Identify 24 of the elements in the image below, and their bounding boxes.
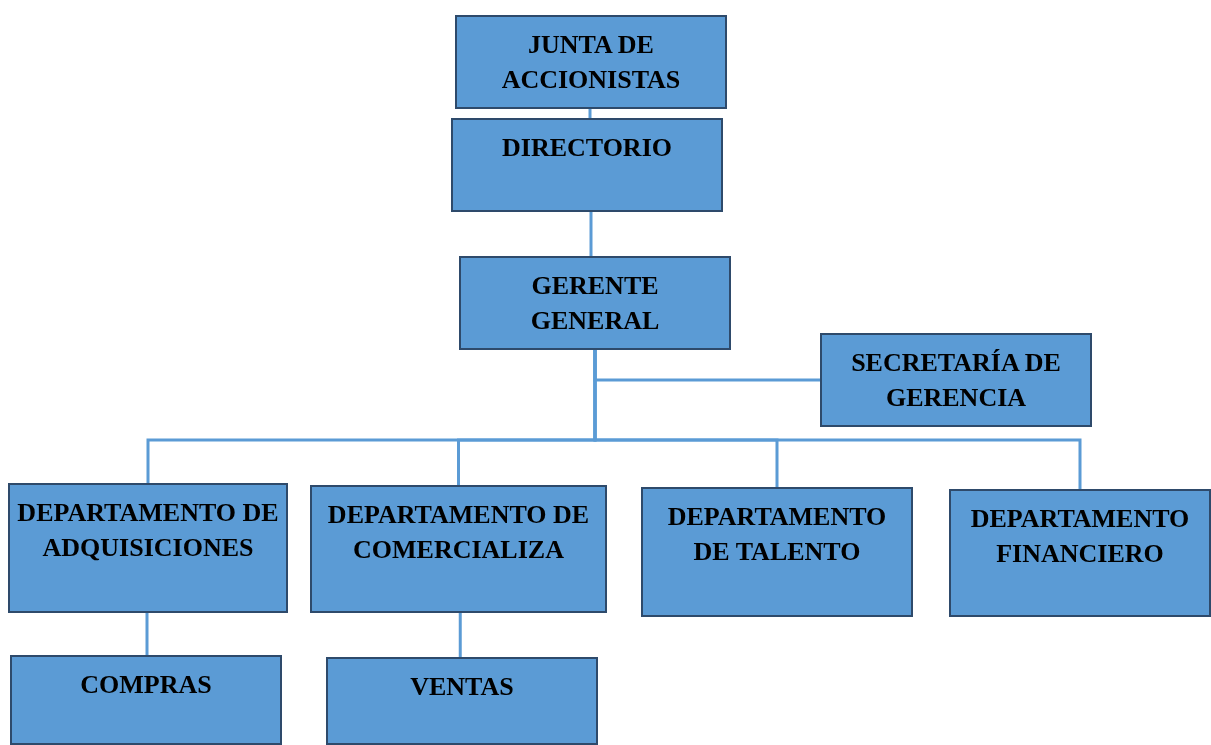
box-label: DEPARTAMENTO DE TALENTO [666,501,888,569]
box-label: DEPARTAMENTO DE ADQUISICIONES [16,497,280,565]
box-label: SECRETARÍA DE GERENCIA [850,347,1062,415]
org-box [10,655,282,745]
box-label: VENTAS [409,671,515,703]
org-box [641,487,913,617]
connector-line [588,109,592,118]
connector-line [458,613,462,657]
org-box [326,657,598,745]
org-box [8,483,288,613]
box-label: JUNTA DE ACCIONISTAS [500,29,682,97]
box-label: DEPARTAMENTO FINANCIERO [969,503,1191,571]
connector-line [145,613,149,655]
org-box [310,485,607,613]
connector-line [589,212,593,256]
org-box [455,15,727,109]
box-label: GERENTE GENERAL [529,270,661,338]
box-label: COMPRAS [79,669,213,701]
org-box [459,256,731,350]
org-box [820,333,1092,427]
org-box [451,118,723,212]
box-label: DEPARTAMENTO DE COMERCIALIZA [326,499,591,567]
org-box [949,489,1211,617]
box-label: DIRECTORIO [501,132,673,164]
